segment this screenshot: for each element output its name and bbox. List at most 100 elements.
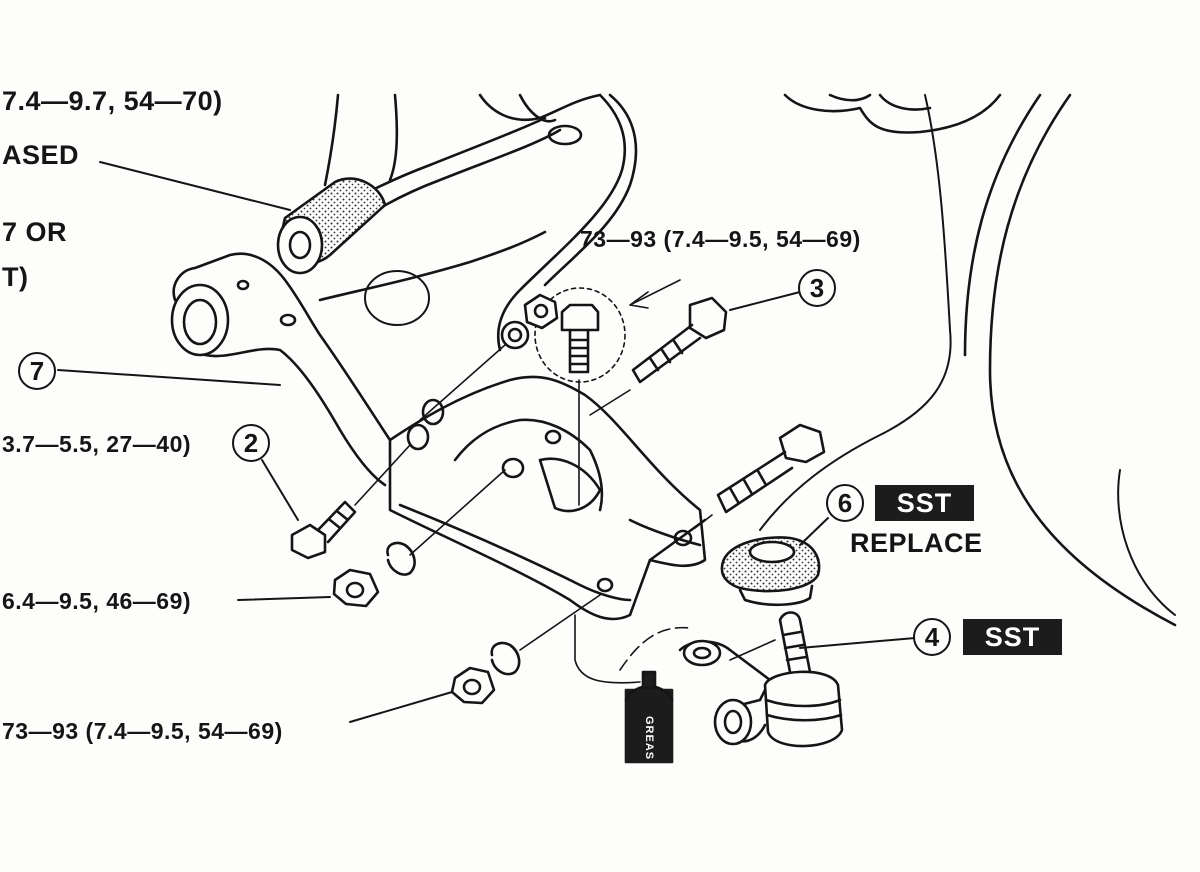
leader-2	[261, 459, 299, 521]
ball-joint-axis	[729, 639, 776, 661]
bolt-3-axis	[589, 389, 631, 416]
arm-hole-1	[236, 279, 250, 291]
bracket-hole-a	[406, 423, 430, 451]
nut-bottom-bore	[462, 678, 482, 696]
nut-top-a-bore	[533, 303, 549, 319]
torque-top-left-label: 7.4—9.7, 54—70)	[2, 86, 223, 116]
washer-top-b-bore	[507, 327, 523, 343]
ball-joint-eye	[682, 639, 722, 667]
body-frame-inner	[518, 93, 557, 123]
callout-6: 6	[826, 484, 864, 522]
washer-bottom-c	[490, 641, 521, 676]
bolt-2-shank	[316, 500, 357, 544]
wheel-arc-inner	[963, 93, 1042, 357]
replace-label: REPLACE	[850, 528, 983, 558]
wheel-arc-outer	[988, 93, 1177, 627]
bushing-bore	[288, 230, 312, 260]
bolt-right-head	[778, 423, 826, 464]
crossmember-flange	[398, 503, 632, 602]
note-line-2-label: T)	[2, 262, 29, 292]
leader-washer-bottom	[519, 594, 601, 651]
grease-line-2	[619, 626, 691, 671]
leader-7	[57, 369, 281, 386]
leader-3	[729, 291, 801, 311]
sst-badge-4: SST	[963, 619, 1062, 655]
ball-joint-lower-eye	[713, 698, 753, 746]
wheel-edge	[1117, 469, 1176, 616]
subframe-rail	[496, 93, 627, 352]
leader-nut-left	[237, 596, 331, 601]
bracket-hole-c	[501, 457, 525, 479]
strut-top-2	[828, 93, 932, 111]
washer-top-b	[500, 320, 530, 350]
bracket-rod-left	[323, 93, 340, 187]
leader-6	[799, 517, 829, 546]
sst-badge-6: SST	[875, 485, 974, 521]
lower-arm-front	[172, 252, 392, 442]
crossmember-ridge	[453, 418, 604, 512]
ball-joint-lower-bore	[723, 709, 743, 735]
crossmember-pocket	[538, 457, 602, 513]
bracket-hole-f	[673, 529, 693, 547]
ball-joint-body-ring	[764, 698, 843, 722]
grease-can-label: GREAS	[643, 716, 655, 761]
body-frame	[478, 93, 602, 121]
pointer-arrow	[629, 279, 681, 309]
arm-hole-2	[279, 313, 297, 327]
callout-3: 3	[798, 269, 836, 307]
leader-bottom-torque	[349, 691, 453, 723]
lower-arm-bushing-inner	[182, 298, 218, 346]
bracket-hole-d	[544, 429, 562, 445]
subframe-rail-inner	[543, 93, 638, 287]
highlight-circle	[534, 287, 626, 383]
knuckle-line	[759, 94, 952, 531]
leader-washer-left	[409, 469, 506, 556]
nut-bottom	[450, 666, 496, 705]
subframe-arm-2	[343, 128, 562, 234]
crossmember-side	[628, 518, 707, 562]
bolt-2-axis	[354, 444, 411, 506]
leader-nut-top	[419, 344, 506, 421]
nut-left	[332, 568, 380, 608]
lower-arm-bushing-eye	[170, 283, 230, 357]
callout-2: 2	[232, 424, 270, 462]
subframe-hole	[547, 124, 583, 146]
body-oval-cutout	[364, 270, 430, 326]
bracket-hole-b	[421, 398, 445, 426]
greased-label: ASED	[2, 140, 80, 170]
callout-4: 4	[913, 618, 951, 656]
torque-bottom-label: 73—93 (7.4—9.5, 54—69)	[2, 718, 283, 744]
leader-4	[799, 637, 916, 649]
bolt-3-head	[688, 296, 728, 340]
grease-can-nozzle	[641, 670, 657, 690]
lower-arm-bottom	[203, 347, 387, 487]
ball-joint-stud	[778, 611, 812, 674]
bolt-right-shank	[716, 450, 794, 514]
highlight-bolt-shank	[568, 328, 590, 374]
washer-left-c	[386, 541, 416, 576]
highlight-bolt-head	[560, 303, 600, 332]
dust-boot-top	[748, 540, 796, 564]
grease-line	[574, 614, 641, 684]
ball-joint-body	[763, 670, 844, 748]
strut-top	[783, 93, 1002, 134]
ball-joint-eye-bore	[692, 646, 712, 660]
callout-7: 7	[18, 352, 56, 390]
bracket-rod-right	[388, 93, 399, 182]
torque-top-right-label: 73—93 (7.4—9.5, 54—69)	[580, 226, 861, 252]
subframe-web	[318, 230, 547, 302]
nut-top-a	[523, 293, 559, 330]
bolt-3-shank	[631, 323, 702, 384]
torque-bolt-2-label: 3.7—5.5, 27—40)	[2, 431, 192, 457]
bracket-hole-e	[596, 577, 614, 593]
leader-greased	[99, 161, 291, 211]
torque-nut-left-label: 6.4—9.5, 46—69)	[2, 588, 192, 614]
bolt-2-head	[290, 523, 327, 560]
bolt-right-axis	[694, 514, 713, 529]
nut-left-bore	[345, 581, 365, 599]
crossmember-top	[388, 375, 707, 621]
dust-boot-skirt	[738, 584, 814, 607]
note-line-1-label: 7 OR	[2, 217, 68, 247]
